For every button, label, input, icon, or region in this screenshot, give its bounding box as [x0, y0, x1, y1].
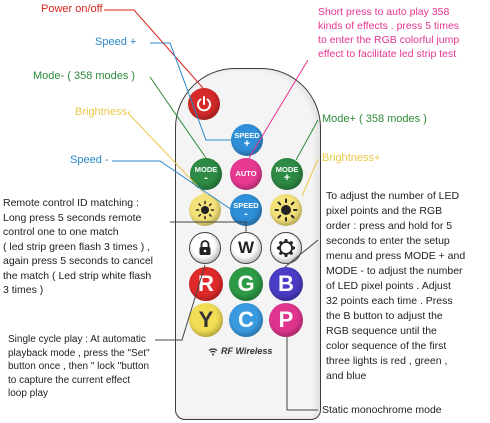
mode-minus-label: Mode- ( 358 modes ): [33, 70, 136, 82]
purple-text: P: [278, 307, 294, 332]
led-points-label: To adjust the number of LED pixel points…: [326, 190, 466, 382]
mode-minus-button[interactable]: MODE-: [190, 158, 222, 190]
blue-text: B: [278, 271, 294, 296]
brand-text: RF Wireless: [221, 346, 273, 356]
white-text: W: [237, 238, 255, 257]
power-button[interactable]: [188, 88, 220, 120]
speed-plus-button[interactable]: SPEED+: [231, 124, 263, 156]
white-button[interactable]: W: [230, 232, 262, 264]
green-text: G: [237, 271, 255, 296]
speed-minus-text: SPEED: [233, 200, 259, 210]
remote-id-label: Remote control ID matching : Long press …: [3, 197, 154, 296]
speed-minus-button[interactable]: SPEED-: [230, 194, 262, 226]
cyan-button[interactable]: C: [229, 303, 263, 337]
brand-label: RF Wireless: [208, 346, 272, 356]
auto-text: AUTO: [235, 169, 257, 178]
auto-button[interactable]: AUTO: [230, 158, 262, 190]
lock-button[interactable]: [189, 232, 221, 264]
yellow-text: Y: [198, 307, 214, 332]
green-button[interactable]: G: [229, 267, 263, 301]
power-label: Power on/off: [41, 3, 103, 15]
mode-minus-sign: -: [204, 171, 208, 184]
red-button[interactable]: R: [189, 267, 223, 301]
speed-plus-sign: +: [243, 137, 251, 150]
brightness-plus-button[interactable]: [270, 194, 302, 226]
mode-plus-text: MODE: [275, 164, 299, 174]
brightness-minus-label: Brightness-: [75, 106, 131, 118]
set-button[interactable]: [270, 232, 302, 264]
auto-play-label: Short press to auto play 358 kinds of ef…: [318, 6, 460, 60]
sun-small-icon: [195, 200, 215, 220]
yellow-button[interactable]: Y: [189, 303, 223, 337]
lock-icon: [199, 240, 211, 255]
mode-plus-sign: +: [283, 171, 291, 184]
brightness-plus-label: Brightness+: [322, 152, 381, 164]
static-mono-label: Static monochrome mode: [322, 404, 442, 416]
wireless-icon: [208, 347, 218, 355]
brightness-minus-button[interactable]: [189, 194, 221, 226]
sun-large-icon: [274, 198, 298, 222]
speed-minus-sign: -: [244, 207, 248, 220]
settings-icon: [276, 238, 296, 258]
blue-button[interactable]: B: [269, 267, 303, 301]
power-icon: [197, 96, 211, 112]
purple-button[interactable]: P: [269, 303, 303, 337]
speed-minus-label: Speed -: [70, 154, 109, 166]
speed-plus-label: Speed +: [95, 36, 137, 48]
mode-plus-button[interactable]: MODE+: [271, 158, 303, 190]
single-cycle-label: Single cycle play : At automatic playbac…: [8, 334, 150, 399]
speed-plus-text: SPEED: [234, 130, 260, 140]
cyan-text: C: [238, 307, 254, 332]
mode-plus-label: Mode+ ( 358 modes ): [322, 113, 427, 125]
red-text: R: [198, 271, 214, 296]
